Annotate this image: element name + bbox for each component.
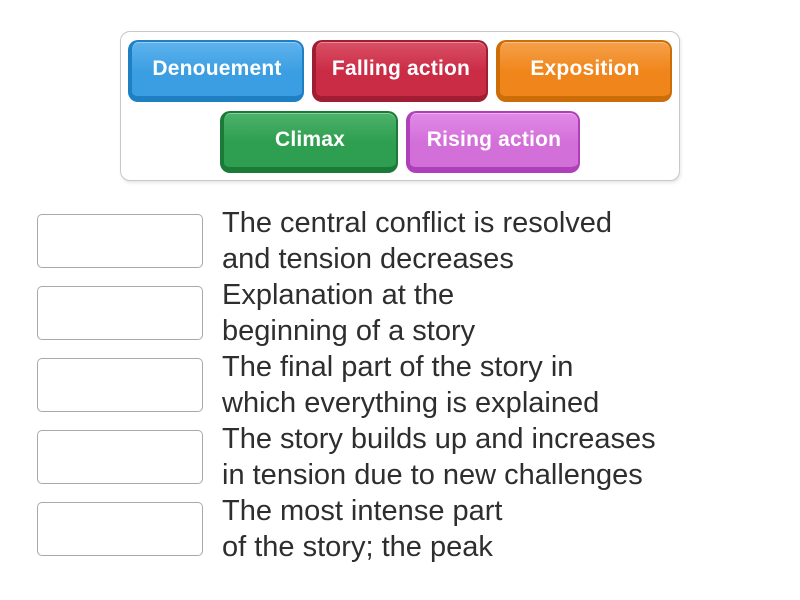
tile-label: Climax — [274, 127, 346, 151]
definition-line: beginning of a story — [222, 315, 476, 347]
definition-text: Explanation at the beginning of a story — [222, 277, 475, 349]
tile-rising-action[interactable]: Rising action — [406, 110, 580, 173]
tile-bank: Denouement Falling action Exposition Cli… — [120, 31, 680, 181]
tile-label: Rising action — [426, 127, 562, 151]
answer-drop-slot-4[interactable] — [37, 430, 203, 484]
match-row: The most intense part of the story; the … — [37, 493, 777, 565]
tile-bank-row-2: Climax Rising action — [220, 110, 580, 173]
match-row: Explanation at the beginning of a story — [37, 277, 777, 349]
answer-drop-slot-2[interactable] — [37, 286, 203, 340]
tile-falling-action[interactable]: Falling action — [312, 39, 488, 102]
definition-line: Explanation at the — [222, 279, 455, 311]
definition-line: The story builds up and increases — [222, 423, 656, 455]
definition-text: The story builds up and increases in ten… — [222, 421, 656, 493]
definition-line: The central conflict is resolved — [222, 207, 613, 239]
definition-line: in tension due to new challenges — [222, 459, 643, 491]
match-row: The central conflict is resolved and ten… — [37, 205, 777, 277]
match-row: The story builds up and increases in ten… — [37, 421, 777, 493]
definition-line: of the story; the peak — [222, 531, 493, 563]
match-row: The final part of the story in which eve… — [37, 349, 777, 421]
definition-line: The final part of the story in — [222, 351, 574, 383]
answer-drop-slot-1[interactable] — [37, 214, 203, 268]
definition-line: and tension decreases — [222, 243, 514, 275]
tile-exposition[interactable]: Exposition — [496, 39, 672, 102]
definition-text: The final part of the story in which eve… — [222, 349, 599, 421]
tile-label: Denouement — [152, 56, 282, 80]
definition-line: which everything is explained — [222, 387, 600, 419]
answer-drop-slot-5[interactable] — [37, 502, 203, 556]
tile-label: Falling action — [331, 56, 471, 80]
answer-drop-slot-3[interactable] — [37, 358, 203, 412]
tile-climax[interactable]: Climax — [220, 110, 398, 173]
tile-label: Exposition — [530, 56, 640, 80]
match-list: The central conflict is resolved and ten… — [37, 205, 777, 565]
definition-line: The most intense part — [222, 495, 503, 527]
tile-bank-row-1: Denouement Falling action Exposition — [128, 39, 672, 102]
definition-text: The most intense part of the story; the … — [222, 493, 502, 565]
tile-denouement[interactable]: Denouement — [128, 39, 304, 102]
definition-text: The central conflict is resolved and ten… — [222, 205, 612, 277]
